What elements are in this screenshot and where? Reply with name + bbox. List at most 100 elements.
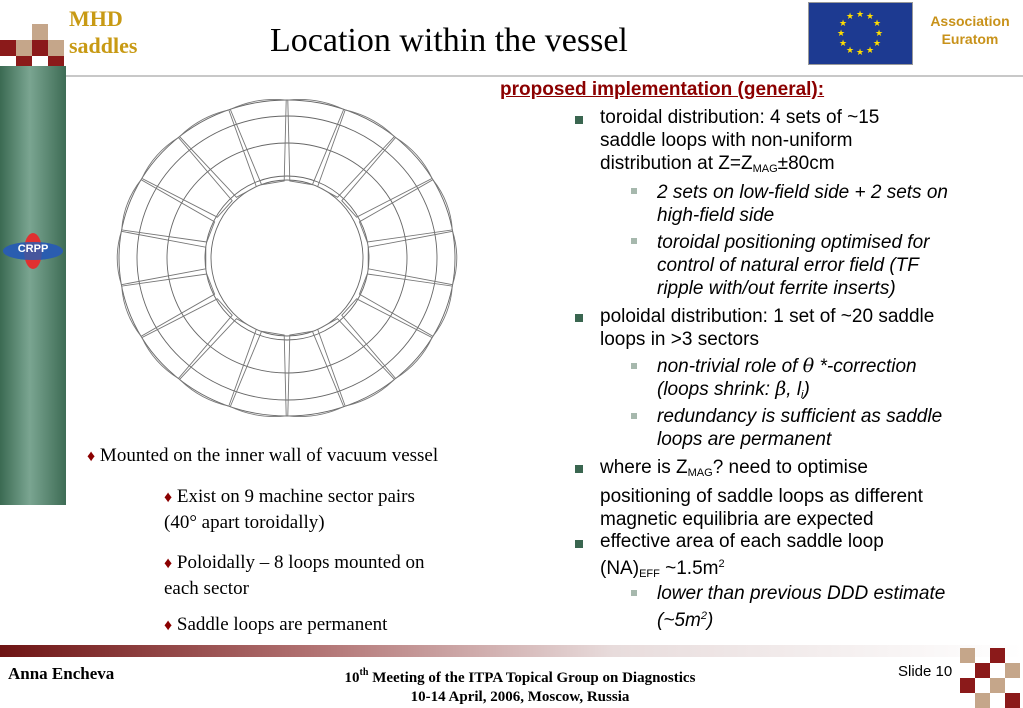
meeting-line: 10th Meeting of the ITPA Topical Group o… [240,663,800,688]
saddle-loop-outline [121,273,216,337]
sub-bullet [631,188,637,194]
sub-bullet-lower-estimate: lower than previous DDD estimate (~5m2) [657,582,945,632]
bullet-square [575,465,583,473]
subscript: i [801,389,804,401]
svg-text:★: ★ [866,46,874,56]
text-line: effective area of each saddle loop [600,531,884,552]
sub-bullet [631,363,637,369]
svg-text:★: ★ [837,29,845,39]
superscript: th [359,667,369,678]
text-part: Poloidally – 8 loops mounted on [176,552,425,573]
eu-flag-logo: ★★★ ★★★ ★★★ ★★★ [808,2,913,65]
left-bullet-poloidally: ♦ Poloidally – 8 loops mounted on each s… [164,550,424,601]
text-line: redundancy is sufficient as saddle [657,406,943,427]
section-heading: proposed implementation (general): [500,79,825,100]
subscript: EFF [639,568,660,580]
text-part: Meeting of the ITPA Topical Group on Dia… [368,670,696,686]
svg-text:★: ★ [846,12,854,22]
text-part: where is Z [600,457,688,478]
bullet-square [575,116,583,124]
text-part: ±80cm [777,153,835,174]
saddle-loop-outline [141,298,233,380]
svg-text:★: ★ [856,10,864,20]
text-line: toroidal distribution: 4 sets of ~15 [600,107,880,128]
text-line: loops in >3 sectors [600,329,759,350]
author-name: Anna Encheva [8,664,115,683]
text-part: ~1.5m [659,558,719,579]
saddle-loop-outline [287,99,345,186]
saddle-loop-outline [141,136,233,218]
subscript: MAG [687,467,713,479]
text-part: ) [803,379,810,400]
corner-title: MHD saddles [69,5,137,59]
sub-bullet [631,238,637,244]
meeting-info: 10th Meeting of the ITPA Topical Group o… [240,663,800,707]
left-bullet-sectors: ♦ Exist on 9 machine sector pairs (40° a… [164,484,415,535]
footer-gradient-bar [0,645,1023,657]
saddle-loop-outline [341,136,433,218]
saddle-loop-outline [341,298,433,380]
sub-bullet [631,413,637,419]
crpp-logo [3,233,63,269]
left-bullet-permanent: ♦ Saddle loops are permanent [164,612,387,638]
text-part: ) [706,610,714,631]
sub-bullet-toroidal-positioning: toroidal positioning optimised for contr… [657,231,930,300]
svg-text:★: ★ [873,39,881,49]
svg-text:★: ★ [875,29,883,39]
slide-number: Slide 10 [898,663,953,680]
header-divider [66,75,1023,77]
text-line: (NA)EFF ~1.5m2 [600,553,884,586]
sub-bullet-redundancy: redundancy is sufficient as saddle loops… [657,405,942,451]
bullet-toroidal: toroidal distribution: 4 sets of ~15 sad… [600,106,879,181]
text-part: (loops shrink: [657,379,776,400]
corner-title-line1: MHD [69,6,123,31]
saddle-loop-outline [358,273,453,337]
corner-title-line2: saddles [69,33,138,58]
theta-symbol: θ [802,355,815,377]
assoc-line1: Association [930,13,1010,29]
text-part: , l [786,379,802,400]
meeting-dates: 10-14 April, 2006, Moscow, Russia [410,689,630,705]
bullet-effective-area: effective area of each saddle loop (NA)E… [600,530,884,586]
text-part: 10 [344,670,360,686]
subscript: MAG [752,163,778,175]
svg-text:★: ★ [839,19,847,29]
saddle-loop-outline [116,230,207,286]
assoc-line2: Euratom [941,31,999,47]
saddle-loop-outline [229,99,287,186]
diamond-bullet-icon: ♦ [87,448,96,465]
superscript: 2 [700,610,707,622]
text-line: (loops shrink: β, li) [657,378,917,407]
text-part: *-correction [814,356,917,377]
text-part: distribution at Z=Z [600,153,753,174]
eu-stars-icon: ★★★ ★★★ ★★★ ★★★ [837,10,883,58]
sub-bullet [631,590,637,596]
text-line: ripple with/out ferrite inserts) [657,278,896,299]
beta-symbol: β [775,378,787,400]
sub-bullet-2sets: 2 sets on low-field side + 2 sets on hig… [657,181,948,227]
text-line: positioning of saddle loops as different [600,486,923,507]
saddle-loop-outline [317,318,396,407]
text-part: Exist on 9 machine sector pairs [176,486,415,507]
superscript: 2 [718,558,725,570]
saddle-loop-outline [367,230,458,286]
saddle-loop-outline [178,318,257,407]
saddle-loop-outline [287,330,345,417]
text-line: (~5m2) [657,605,945,632]
text-line: magnetic equilibria are expected [600,509,874,530]
diamond-bullet-icon: ♦ [164,617,173,634]
text-line: where is ZMAG? need to optimise [600,456,923,485]
text-part: (~5m [657,610,701,631]
text-part: ? need to optimise [712,457,868,478]
sub-bullet-theta: non-trivial role of θ *-correction (loop… [657,355,917,407]
corner-checker-logo [0,0,66,66]
crpp-logo-text: CRPP [17,243,49,255]
left-bullet-mounted: ♦ Mounted on the inner wall of vacuum ve… [87,443,438,469]
svg-text:★: ★ [873,19,881,29]
text-line: toroidal positioning optimised for [657,232,930,253]
saddle-loop-outline [317,109,396,198]
saddle-loop-outline [358,179,453,243]
saddle-loop-outline [229,330,287,417]
text-line: high-field side [657,205,775,226]
svg-text:★: ★ [839,39,847,49]
